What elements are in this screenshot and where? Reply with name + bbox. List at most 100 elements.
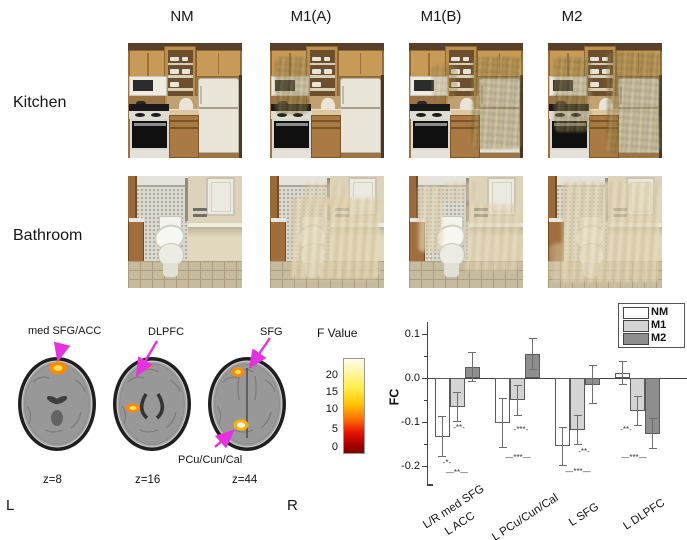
error-bar bbox=[562, 427, 563, 466]
toaster-shape bbox=[599, 98, 613, 110]
shelf-board bbox=[448, 87, 474, 91]
significance-marker: —***— bbox=[505, 453, 531, 462]
error-bar-cap bbox=[633, 395, 642, 397]
upper-right-cabinet bbox=[196, 49, 241, 78]
region-label-dlpfc: DLPFC bbox=[148, 326, 185, 338]
error-bar bbox=[471, 352, 473, 382]
toaster-shape bbox=[460, 98, 474, 110]
floor-tiles bbox=[128, 261, 242, 288]
blur-patch bbox=[550, 243, 574, 283]
brain-slice-z8 bbox=[18, 357, 96, 451]
burner-shape bbox=[570, 113, 582, 118]
wall-cabinet bbox=[205, 177, 236, 217]
category-label-4: L DLPFC bbox=[621, 496, 668, 533]
burner-shape bbox=[292, 113, 304, 118]
bar-m2-0 bbox=[464, 367, 480, 378]
significance-marker: —***— bbox=[621, 453, 647, 462]
dishes-shape bbox=[462, 56, 470, 62]
door-frame bbox=[128, 176, 138, 221]
y-tick bbox=[422, 333, 427, 335]
y-minor-tick bbox=[424, 399, 427, 401]
oven-door bbox=[550, 118, 590, 150]
legend-swatch bbox=[623, 320, 649, 332]
right-wall bbox=[658, 75, 662, 158]
bar-m1-0 bbox=[449, 378, 465, 408]
dishes-shape bbox=[590, 69, 600, 75]
dishes-shape bbox=[601, 56, 609, 62]
microwave-shape bbox=[271, 76, 309, 96]
legend-item: NM bbox=[619, 306, 684, 319]
toilet-bowl bbox=[157, 243, 184, 266]
dishes-shape bbox=[312, 69, 322, 75]
bathtub-shape bbox=[188, 223, 242, 262]
blur-patch bbox=[290, 198, 380, 280]
colorbar-tick-5: 5 bbox=[331, 423, 338, 435]
shelf-board bbox=[448, 75, 474, 79]
blur-patch bbox=[431, 63, 457, 99]
blur-patch bbox=[418, 184, 444, 253]
error-bar-cap bbox=[573, 415, 582, 417]
dishes-shape bbox=[181, 69, 190, 75]
wall-band bbox=[279, 176, 331, 188]
error-bar-cap bbox=[618, 384, 627, 386]
row-label-bathroom: Bathroom bbox=[13, 227, 83, 244]
shelf-board bbox=[167, 75, 193, 79]
door-frame bbox=[270, 176, 280, 221]
microwave-shape bbox=[410, 76, 448, 96]
kitchen-photo-m2 bbox=[548, 43, 662, 158]
dishes-shape bbox=[451, 69, 461, 75]
y-minor-tick bbox=[424, 355, 427, 357]
lower-cabinet bbox=[450, 115, 480, 158]
error-bar-cap bbox=[588, 365, 597, 367]
colorbar-tick-10: 10 bbox=[325, 403, 338, 415]
x-axis-foot bbox=[426, 484, 433, 486]
stove-control-panel bbox=[129, 103, 170, 111]
dishes-shape bbox=[590, 82, 600, 87]
category-label-3: L SFG bbox=[567, 500, 602, 529]
stove-base bbox=[272, 149, 312, 158]
shelf-board bbox=[167, 62, 193, 66]
y-tick bbox=[422, 377, 427, 379]
column-header-m1b: M1(B) bbox=[420, 8, 462, 25]
stove-base bbox=[550, 149, 590, 158]
blur-patch bbox=[607, 52, 660, 154]
error-bar-cap bbox=[453, 420, 461, 422]
category-label-0: L/R med SFG bbox=[420, 482, 487, 532]
oven-door bbox=[130, 118, 170, 150]
bathroom-photo-m1a bbox=[270, 176, 384, 288]
significance-marker: —***— bbox=[565, 467, 591, 476]
brain-slice-z16 bbox=[113, 357, 191, 451]
lower-cabinet bbox=[589, 115, 619, 158]
dishes-shape bbox=[170, 82, 180, 87]
region-label-medsfg: med SFG/ACC bbox=[28, 325, 102, 337]
blur-patch bbox=[553, 56, 592, 132]
error-bar-cap bbox=[528, 337, 537, 339]
y-minor-tick bbox=[424, 443, 427, 445]
error-bar bbox=[592, 365, 593, 404]
error-bar bbox=[622, 361, 623, 385]
wall-band bbox=[137, 176, 189, 188]
pipe-shape bbox=[185, 178, 188, 221]
pointer-arrow-medsfg bbox=[53, 341, 71, 363]
shelf-board bbox=[309, 75, 335, 79]
significance-marker: -**- bbox=[453, 423, 465, 432]
oven-door bbox=[411, 118, 451, 150]
burner-shape bbox=[150, 113, 162, 118]
toilet-pedestal bbox=[163, 263, 179, 277]
blur-patch bbox=[561, 181, 660, 283]
error-bar-cap bbox=[648, 418, 657, 420]
error-bar-cap bbox=[513, 384, 522, 386]
faucet-hardware bbox=[192, 214, 207, 217]
column-header-nm: NM bbox=[170, 8, 194, 25]
upper-left-cabinet bbox=[410, 49, 449, 81]
slice-label-z44: z=44 bbox=[232, 474, 258, 486]
dishes-shape bbox=[323, 56, 331, 62]
bar-m1-3 bbox=[630, 378, 645, 411]
legend-label: NM bbox=[651, 306, 669, 318]
error-bar-cap bbox=[438, 415, 446, 417]
error-bar-cap bbox=[498, 398, 507, 400]
error-bar-cap bbox=[633, 424, 642, 426]
orientation-label-right: R bbox=[287, 497, 298, 514]
column-header-m1a: M1(A) bbox=[290, 8, 332, 25]
right-wall bbox=[380, 75, 384, 158]
